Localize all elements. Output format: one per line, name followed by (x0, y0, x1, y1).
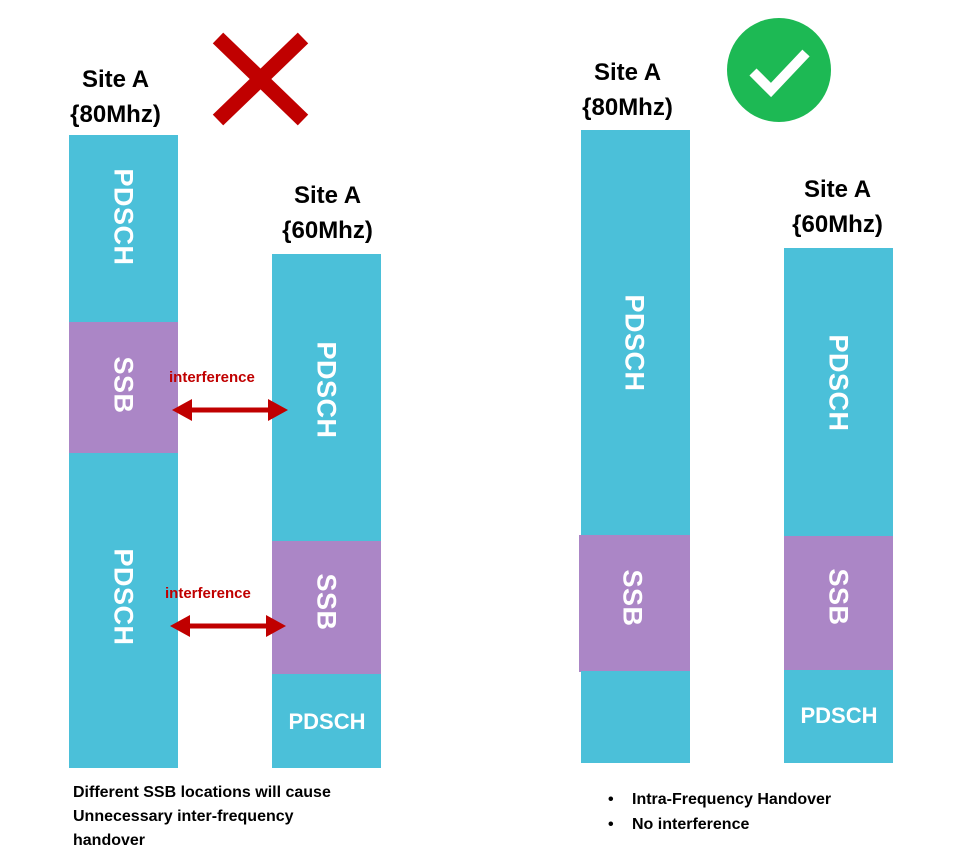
pdsch-label: PDSCH (311, 341, 342, 439)
caption-line: Different SSB locations will cause (73, 784, 331, 801)
site-a-80-title: Site A {80Mhz) (570, 55, 685, 125)
ssb-block (579, 535, 690, 672)
site-a-80-name: Site A (81, 66, 150, 93)
pdsch-label: PDSCH (619, 294, 650, 392)
pdsch-block (581, 130, 690, 536)
pdsch-block (272, 254, 381, 542)
interference-label: interference (165, 585, 251, 602)
pdsch-block (272, 674, 381, 768)
pdsch-block (69, 135, 178, 323)
site-a-60-title: Site A {60Mhz) (270, 178, 385, 248)
left-caption: Different SSB locations will cause Unnec… (73, 781, 393, 853)
pdsch-block (784, 248, 893, 537)
bullet-icon: • (608, 816, 614, 833)
pdsch-block (784, 670, 893, 763)
bullet-item: • Intra-Frequency Handover (606, 787, 831, 812)
ssb-block (69, 322, 178, 454)
site-a-80-title: Site A {80Mhz) (58, 62, 173, 132)
site-a-60-title: Site A {60Mhz) (780, 172, 895, 242)
site-a-60-name: Site A (293, 182, 362, 209)
ssb-label: SSB (617, 569, 648, 627)
pdsch-block (581, 671, 690, 763)
bullet-text: Intra-Frequency Handover (632, 791, 832, 808)
green-check-icon (727, 18, 831, 122)
ssb-label: SSB (311, 573, 342, 631)
site-a-80-name: Site A (593, 59, 662, 86)
pdsch-label: PDSCH (800, 703, 878, 728)
site-a-80-bandwidth: {80Mhz) (70, 101, 161, 128)
ssb-block (784, 536, 893, 671)
bullet-item: • No interference (606, 812, 831, 837)
ssb-label: SSB (108, 356, 139, 414)
caption-line: handover (73, 832, 146, 849)
pdsch-label: PDSCH (108, 168, 139, 266)
right-bullet-list: • Intra-Frequency Handover • No interferen… (606, 787, 831, 837)
site-a-60-name: Site A (803, 176, 872, 203)
pdsch-block (69, 453, 178, 768)
red-cross-icon (212, 32, 309, 126)
interference-label: interference (169, 369, 255, 386)
ssb-block (272, 541, 381, 675)
site-a-60-bandwidth: {60Mhz) (792, 211, 883, 238)
interference-arrow-icon (172, 399, 288, 421)
interference-arrow-icon (170, 615, 286, 637)
pdsch-label: PDSCH (823, 334, 854, 432)
ssb-label: SSB (823, 568, 854, 626)
site-a-80-bandwidth: {80Mhz) (582, 94, 673, 121)
pdsch-label: PDSCH (288, 709, 366, 734)
caption-line: Unnecessary inter-frequency (73, 808, 294, 825)
pdsch-label: PDSCH (108, 548, 139, 646)
site-a-60-bandwidth: {60Mhz) (282, 217, 373, 244)
bullet-text: No interference (632, 816, 750, 833)
bullet-icon: • (608, 791, 614, 808)
